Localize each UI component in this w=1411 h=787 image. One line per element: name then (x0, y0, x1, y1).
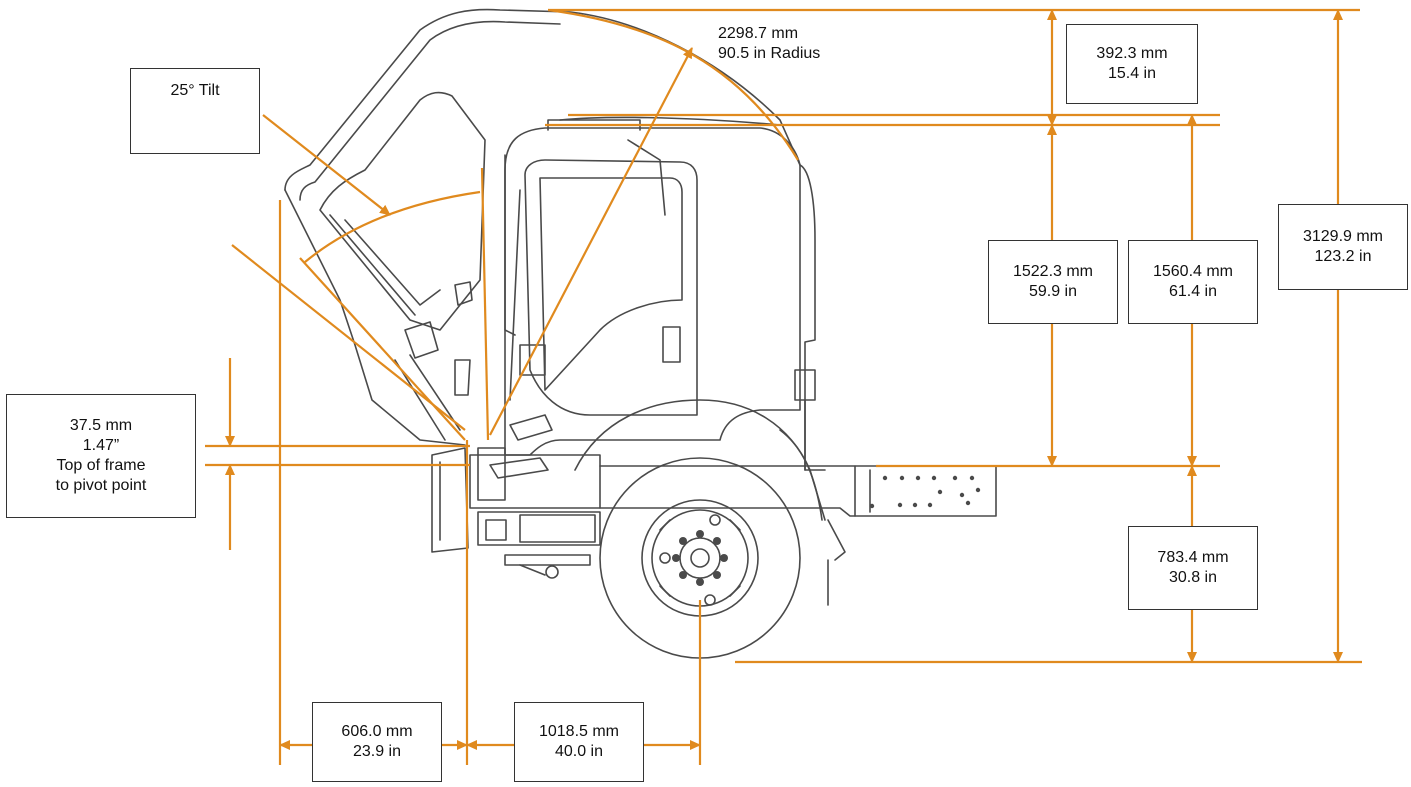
top-gap-label: 392.3 mm 15.4 in (1066, 24, 1198, 104)
cab-height-b-label: 1560.4 mm 61.4 in (1128, 240, 1258, 324)
pivot-bracket (477, 447, 506, 501)
tilted-cab-front (284, 189, 466, 446)
tilt-line-a (231, 244, 466, 431)
pivot-offset-label: 37.5 mm 1.47” Top of frame to pivot poin… (6, 394, 196, 518)
frame-height-in: 30.8 in (1168, 569, 1218, 586)
frame-height-mm: 783.4 mm (1157, 549, 1229, 566)
pivot-to-axle-in: 40.0 in (554, 743, 604, 760)
top-gap-in: 15.4 in (1107, 65, 1157, 82)
radius-mm: 2298.7 mm (718, 25, 799, 42)
radius-label: 2298.7 mm 90.5 in Radius (718, 24, 820, 64)
front-bumper (431, 447, 469, 553)
pivot-offset-desc-1: Top of frame (56, 457, 146, 474)
tilt-pointer (262, 114, 391, 216)
overall-height-label: 3129.9 mm 123.2 in (1278, 204, 1408, 290)
radius-line (489, 47, 693, 436)
cab-height-a-mm: 1522.3 mm (1012, 263, 1094, 280)
tilted-window (319, 91, 486, 331)
overall-height-in: 123.2 in (1314, 248, 1372, 265)
frame-height-label: 783.4 mm 30.8 in (1128, 526, 1258, 610)
tilt-line-b (299, 257, 466, 441)
door-handle (662, 326, 681, 363)
front-overhang-in: 23.9 in (352, 743, 402, 760)
pivot-to-axle-mm: 1018.5 mm (538, 723, 620, 740)
pivot-offset-desc-2: to pivot point (55, 477, 147, 494)
radius-arc (547, 8, 799, 161)
tilt-vertical (480, 167, 490, 441)
dimension-lines (205, 8, 1362, 765)
cab-height-b-in: 61.4 in (1168, 283, 1218, 300)
tilt-text: 25° Tilt (170, 82, 220, 99)
top-gap-mm: 392.3 mm (1096, 45, 1168, 62)
tilted-handle (454, 281, 473, 306)
cab-height-a-in: 59.9 in (1028, 283, 1078, 300)
pivot-to-axle-label: 1018.5 mm 40.0 in (514, 702, 644, 782)
pivot-offset-mm: 37.5 mm (69, 417, 133, 434)
wheel-arch (574, 399, 826, 521)
cab-window (539, 177, 683, 391)
overall-height-mm: 3129.9 mm (1302, 228, 1384, 245)
radius-in: 90.5 in Radius (718, 45, 821, 62)
tilt-label: 25° Tilt (130, 68, 260, 154)
grab-handle (504, 154, 516, 336)
tilted-cab (284, 8, 801, 191)
step (504, 554, 591, 566)
cab-door (524, 159, 698, 416)
tilt-arc (304, 190, 481, 263)
lower-frame (469, 454, 601, 509)
roof-rail (559, 116, 781, 126)
front-overhang-label: 606.0 mm 23.9 in (312, 702, 442, 782)
front-overhang-mm: 606.0 mm (341, 723, 413, 740)
truck-outline (284, 8, 997, 659)
cab-height-a-label: 1522.3 mm 59.9 in (988, 240, 1118, 324)
frame-rail-holes (869, 475, 981, 509)
frame-rail (599, 465, 997, 517)
pivot-offset-in: 1.47” (82, 437, 120, 454)
cab-height-b-mm: 1560.4 mm (1152, 263, 1234, 280)
cab-body (504, 127, 801, 456)
cab-rear (799, 164, 816, 471)
mirror-arm (627, 139, 666, 216)
